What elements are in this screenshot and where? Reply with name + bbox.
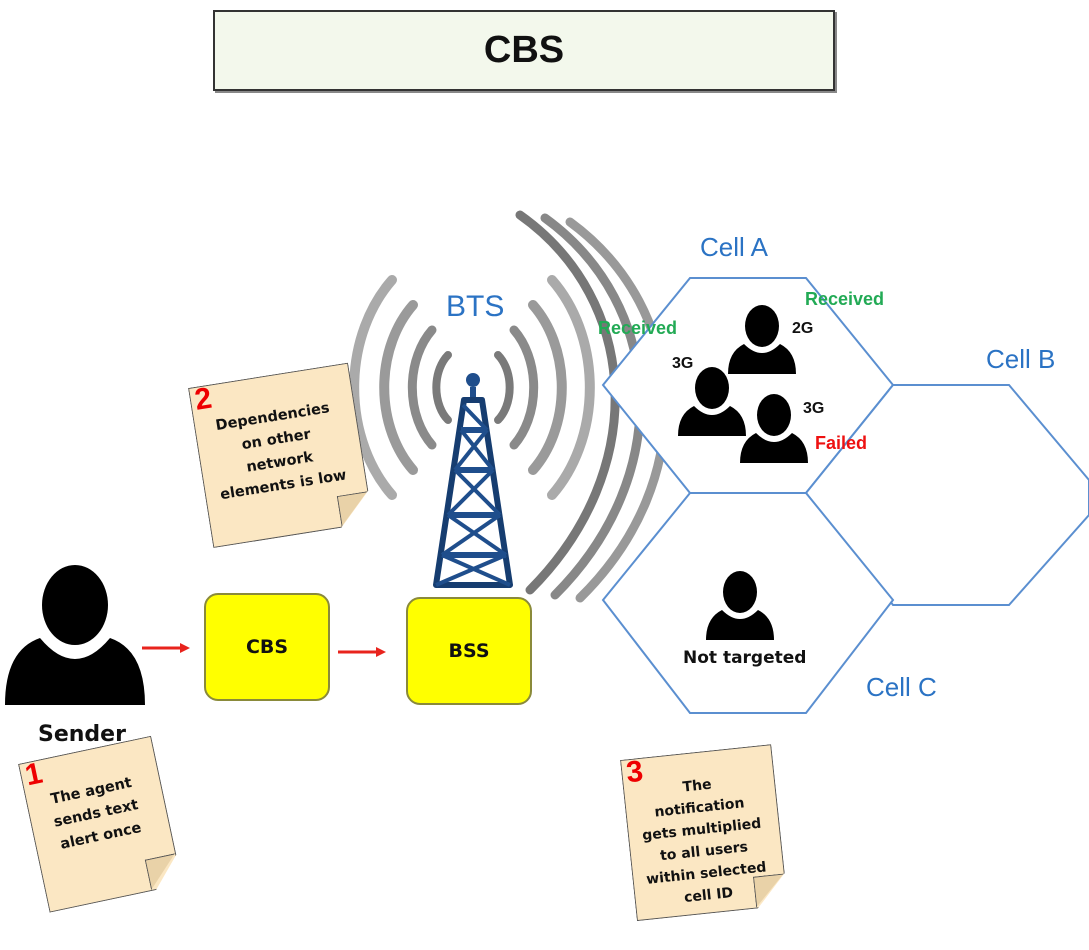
tech-label-3g-right: 3G bbox=[803, 400, 825, 417]
person-icon-not-targeted bbox=[706, 571, 774, 640]
cell-c-label: Cell C bbox=[866, 672, 937, 702]
not-targeted-label: Not targeted bbox=[683, 648, 807, 668]
person-icon-3g-failed bbox=[740, 394, 808, 463]
signal-waves-icon bbox=[349, 210, 670, 603]
page-title: CBS bbox=[213, 10, 835, 91]
note-text: Dependencies on other network elements i… bbox=[214, 400, 348, 504]
sender-label: Sender bbox=[38, 722, 126, 747]
note-2: 2 Dependencies on other network elements… bbox=[188, 363, 373, 548]
tech-label-3g-left: 3G bbox=[672, 355, 694, 372]
cbs-box: CBS bbox=[204, 593, 330, 701]
note-text: The notification gets multiplied to all … bbox=[641, 776, 768, 906]
tower-icon bbox=[433, 373, 513, 588]
cell-b-label: Cell B bbox=[986, 344, 1056, 374]
cell-a-label: Cell A bbox=[700, 232, 768, 262]
note-3: 3 The notification gets multiplied to al… bbox=[620, 744, 788, 921]
note-text: The agent sends text alert once bbox=[49, 774, 143, 853]
person-icon-2g bbox=[728, 305, 796, 374]
person-icon-3g-left bbox=[678, 367, 746, 436]
status-received-left: Received bbox=[598, 318, 678, 338]
sender-person-icon bbox=[5, 565, 145, 705]
arrow-right-icon bbox=[142, 643, 386, 657]
status-received-right: Received bbox=[805, 289, 885, 309]
status-failed: Failed bbox=[815, 433, 868, 453]
tech-label-2g: 2G bbox=[792, 320, 814, 337]
bss-box: BSS bbox=[406, 597, 532, 705]
cell-b-hexagon bbox=[804, 384, 1089, 606]
bts-label: BTS bbox=[446, 290, 505, 323]
note-number: 2 bbox=[192, 381, 215, 417]
